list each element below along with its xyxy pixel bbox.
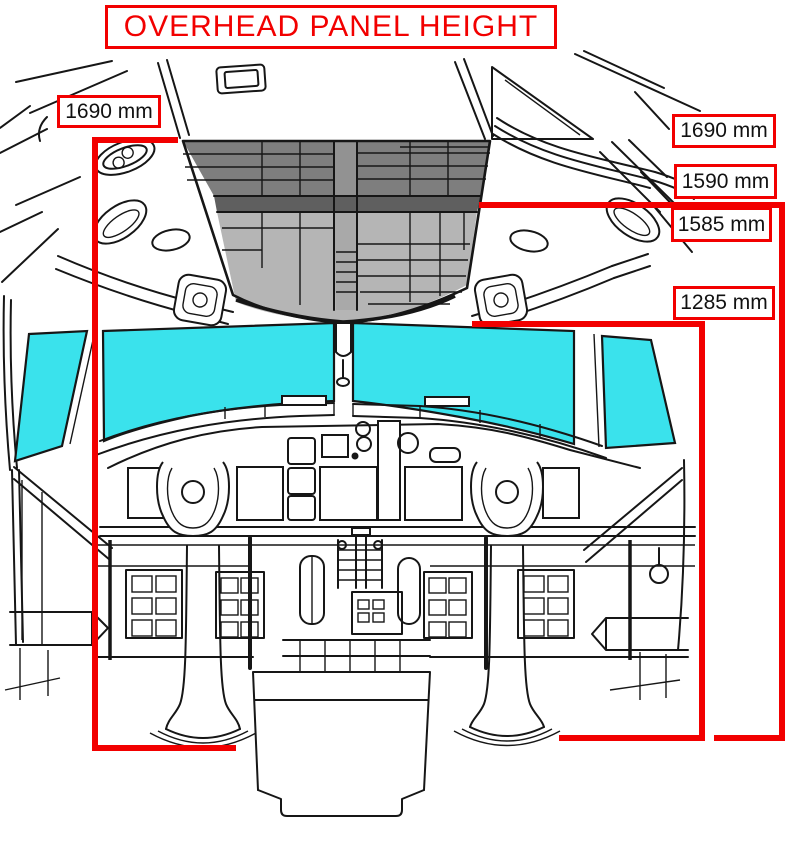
panel-center-post [377, 420, 401, 521]
ceiling-vent [215, 63, 267, 95]
bracket-1585-right [479, 202, 785, 741]
ceiling-handle-right [605, 197, 661, 243]
label-1585-right: 1585 mm [671, 207, 772, 242]
visor-latch-right [473, 273, 529, 327]
visor-latch-left [172, 273, 228, 327]
diagram-title: OVERHEAD PANEL HEIGHT [105, 5, 557, 49]
switch-cluster-left-outer [125, 569, 183, 639]
ceiling-oval-right [509, 229, 549, 253]
hull-top-left [0, 60, 128, 646]
control-yoke-left [156, 461, 230, 538]
instrument-panel [99, 420, 696, 538]
window-side-left [13, 329, 89, 463]
ceiling-oval-left [151, 228, 191, 252]
display-right [404, 466, 463, 521]
center-post [335, 322, 352, 357]
display-outboard-right [542, 467, 580, 519]
measurement-lines [92, 137, 785, 751]
switch-cluster-right-outer [517, 569, 575, 639]
windshield-top-frame [55, 253, 651, 329]
window-side-right [600, 334, 677, 450]
label-1285-right: 1285 mm [673, 286, 775, 320]
display-left [236, 466, 284, 521]
eyebrow-window-frames [157, 58, 494, 140]
glareshield [95, 395, 641, 469]
control-column-left [149, 545, 257, 749]
label-1590-right: 1590 mm [674, 164, 777, 199]
bracket-1690-left [92, 137, 236, 751]
display-center [319, 466, 378, 521]
side-console-right [583, 459, 689, 700]
control-column-right [453, 545, 561, 747]
label-1690-left: 1690 mm [57, 95, 161, 128]
switch-cluster-left-inner [215, 571, 265, 639]
switch-cluster-right-inner [423, 571, 473, 639]
control-yoke-right [470, 461, 544, 538]
overhead-panel [181, 139, 492, 325]
center-pedestal [252, 527, 431, 817]
bracket-1285-right [472, 321, 705, 741]
label-1690-right: 1690 mm [672, 114, 776, 148]
